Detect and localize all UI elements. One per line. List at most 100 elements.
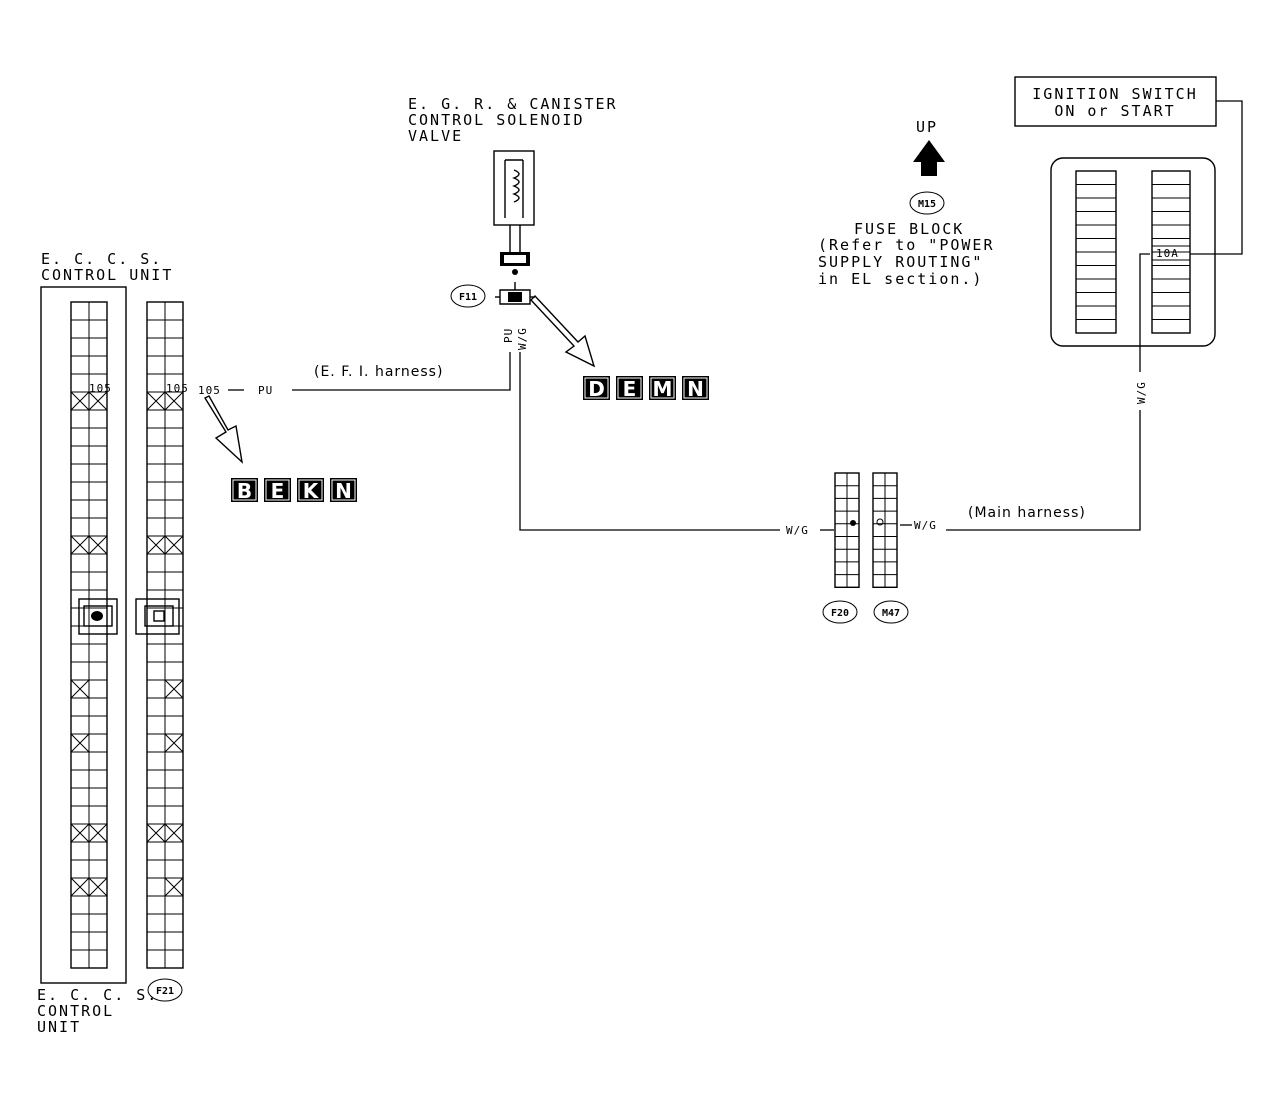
solenoid-frame [504, 159, 524, 218]
right-unused-pin [146, 535, 166, 555]
eccs-top-line1: E. C. C. S. [41, 250, 162, 268]
eccs-unit-outline [40, 286, 127, 984]
pin-105-right: 105 [166, 382, 189, 395]
left-unused-pin [70, 823, 90, 843]
f11-badge [450, 284, 486, 308]
f11-connector-icon [499, 289, 531, 305]
m47-badge [873, 600, 909, 624]
left-lock-tab [78, 598, 118, 635]
eccs-top-line2: CONTROL UNIT [41, 266, 173, 284]
right-unused-pin [164, 823, 184, 843]
filled-terminal-icon [91, 611, 103, 621]
left-unused-pin [88, 535, 108, 555]
f20-connector [834, 472, 860, 589]
efi-harness-label: (E. F. I. harness) [314, 364, 443, 380]
f21-label: F21 [156, 986, 174, 997]
eccs-bottom-line2: CONTROL [37, 1002, 114, 1020]
f21-badge [147, 978, 183, 1002]
m47-connector [872, 472, 898, 589]
group1-code-letter: N [335, 479, 352, 503]
f11-label: F11 [459, 292, 477, 303]
group1-code-box [330, 478, 357, 502]
fuse-block: UP M15 FUSE BLOCK (Refer to "POWER SUPPL… [818, 76, 1243, 347]
right-unused-pin [164, 679, 184, 699]
pu-wire [292, 352, 511, 391]
group1-code-box [297, 478, 324, 502]
main-harness-label: (Main harness) [968, 505, 1086, 521]
left-unused-pin [88, 391, 108, 411]
ignition-line1: IGNITION SWITCH [1032, 85, 1197, 103]
group1-code-box [231, 478, 258, 502]
solenoid-coil-icon [512, 169, 520, 203]
f20-label: F20 [831, 608, 849, 619]
ignition-wire [1190, 100, 1243, 255]
fuse-label-line4: in EL section.) [818, 270, 983, 288]
pin-105-left: 105 [89, 382, 112, 395]
pu-wire-label: PU [258, 384, 273, 397]
group2-code-box [616, 376, 643, 400]
group1-code-letter: B [237, 479, 252, 503]
pointer-arrow-1-icon [204, 395, 244, 464]
left-unused-pin [88, 877, 108, 897]
group2-code-letter: M [653, 377, 673, 401]
fuse-block-outline [1050, 157, 1216, 347]
right-unused-pin [164, 391, 184, 411]
group2-code-letter: E [623, 377, 637, 401]
fuse-label-line1: FUSE BLOCK [854, 220, 964, 238]
left-unused-pin [70, 877, 90, 897]
pointer-arrow-2-icon [530, 294, 596, 368]
up-label: UP [916, 118, 938, 136]
group2-code-box [649, 376, 676, 400]
group1-code-letter: K [303, 479, 320, 503]
fuse-column-left [1075, 170, 1117, 334]
group2-code-box [583, 376, 610, 400]
wg-wire-left [519, 352, 780, 531]
left-unused-pin [70, 679, 90, 699]
f20-terminal-icon [850, 520, 856, 526]
group2-code-letter: D [588, 377, 605, 401]
group1-code-letter: E [271, 479, 285, 503]
right-unused-pin [164, 877, 184, 897]
wg-left-label: W/G [786, 524, 809, 537]
terminal-105-label: 105 [198, 384, 221, 397]
wires: 105 PU (E. F. I. harness) W/G W/G (Main … [198, 253, 1150, 537]
open-terminal-icon [153, 610, 165, 622]
fuse-feed-wire [1139, 253, 1150, 372]
egr-canister-solenoid-valve: E. G. R. & CANISTER CONTROL SOLENOID VAL… [408, 95, 618, 350]
wg-vertical-label: W/G [516, 327, 529, 350]
wg-wire-right [946, 410, 1141, 531]
m47-terminal-icon [876, 518, 884, 526]
f20-badge [822, 600, 858, 624]
group1-code-box [264, 478, 291, 502]
m15-badge [909, 191, 945, 215]
eccs-bottom-line3: UNIT [37, 1018, 81, 1036]
eccs-control-unit: E. C. C. S. CONTROL UNIT 105 105 E. C. C… [37, 250, 189, 1036]
left-unused-pin [70, 391, 90, 411]
right-unused-pin [164, 733, 184, 753]
egr-label-line3: VALVE [408, 127, 463, 145]
m47-label: M47 [882, 608, 900, 619]
solenoid-body [493, 150, 535, 226]
wg-fuse-label: W/G [1135, 381, 1148, 404]
eccs-connector-right [146, 301, 184, 969]
pu-vertical-label: PU [502, 328, 515, 343]
fuse-10a [1151, 245, 1191, 261]
right-unused-pin [146, 391, 166, 411]
connector-f20-m47: F20 M47 [822, 472, 909, 624]
ignition-line2: ON or START [1054, 102, 1175, 120]
right-unused-pin [164, 535, 184, 555]
group2-code-box [682, 376, 709, 400]
eccs-bottom-line1: E. C. C. S. [37, 986, 158, 1004]
left-unused-pin [70, 733, 90, 753]
fuse-label-line2: (Refer to "POWER [818, 236, 995, 254]
egr-label-line1: E. G. R. & CANISTER [408, 95, 618, 113]
left-unused-pin [70, 535, 90, 555]
right-lock-tab [135, 598, 180, 635]
up-arrow-icon [913, 140, 945, 176]
fuse-rating-label: 10A [1156, 247, 1179, 260]
fuse-label-line3: SUPPLY ROUTING" [818, 253, 983, 271]
m15-label: M15 [918, 199, 936, 210]
